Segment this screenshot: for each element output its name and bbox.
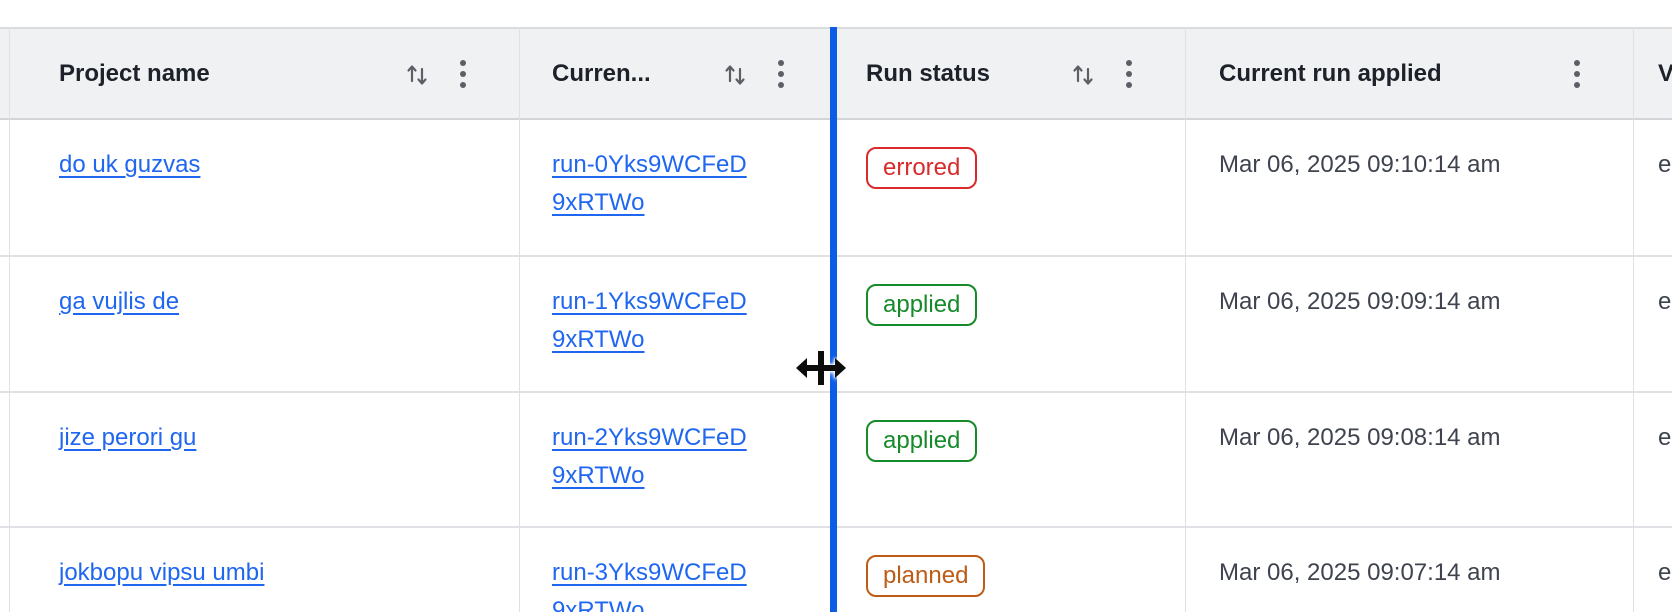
- project-link[interactable]: jokbopu vipsu umbi: [59, 559, 265, 586]
- column-label: V: [1658, 59, 1672, 87]
- column-header-next-partial[interactable]: V: [1634, 29, 1672, 118]
- column-header-current-run-applied[interactable]: Current run applied: [1186, 29, 1634, 118]
- run-status-cell: planned: [834, 528, 1186, 612]
- status-badge: applied: [866, 284, 978, 326]
- current-run-applied-cell: Mar 06, 2025 09:08:14 am: [1219, 424, 1501, 451]
- project-name-cell: do uk guzvas: [10, 120, 520, 255]
- column-divider: [9, 27, 10, 612]
- run-status-cell: applied: [834, 257, 1186, 391]
- column-divider[interactable]: [1185, 27, 1186, 612]
- current-run-applied-cell: Mar 06, 2025 09:07:14 am: [1219, 559, 1501, 586]
- project-name-cell: jokbopu vipsu umbi: [10, 528, 520, 612]
- sort-arrows-icon[interactable]: [1070, 60, 1096, 88]
- column-divider[interactable]: [519, 27, 520, 612]
- column-divider[interactable]: [1633, 27, 1634, 612]
- next-column-cell: e: [1658, 559, 1672, 586]
- column-header-current-run[interactable]: Curren...: [520, 29, 834, 118]
- status-badge: applied: [866, 420, 978, 462]
- next-column-cell: e: [1658, 288, 1672, 315]
- column-label: Project name: [59, 59, 210, 87]
- project-name-cell: jize perori gu: [10, 393, 520, 526]
- col-resize-cursor-icon: [796, 350, 846, 386]
- column-header-run-status[interactable]: Run status: [834, 29, 1186, 118]
- column-header-project-name[interactable]: Project name: [10, 29, 520, 118]
- project-name-cell: ga vujlis de: [10, 257, 520, 391]
- sort-arrows-icon[interactable]: [404, 60, 430, 88]
- status-badge: errored: [866, 147, 978, 189]
- project-link[interactable]: ga vujlis de: [59, 288, 180, 315]
- column-label: Run status: [866, 59, 991, 87]
- current-run-applied-cell: Mar 06, 2025 09:09:14 am: [1219, 288, 1501, 315]
- project-link[interactable]: jize perori gu: [59, 424, 197, 451]
- sort-arrows-icon[interactable]: [722, 60, 748, 88]
- column-label: Curren...: [552, 59, 651, 87]
- project-link[interactable]: do uk guzvas: [59, 151, 201, 178]
- column-label: Current run applied: [1219, 59, 1442, 87]
- kebab-menu-icon[interactable]: [1124, 56, 1134, 92]
- next-column-cell: e: [1658, 151, 1672, 178]
- status-badge: planned: [866, 555, 986, 597]
- run-status-cell: applied: [834, 393, 1186, 526]
- next-column-cell: e: [1658, 424, 1672, 451]
- kebab-menu-icon[interactable]: [1572, 56, 1582, 92]
- kebab-menu-icon[interactable]: [458, 56, 468, 92]
- current-run-applied-cell: Mar 06, 2025 09:10:14 am: [1219, 151, 1501, 178]
- column-resize-line[interactable]: [830, 27, 837, 612]
- kebab-menu-icon[interactable]: [776, 56, 786, 92]
- run-status-cell: errored: [834, 120, 1186, 255]
